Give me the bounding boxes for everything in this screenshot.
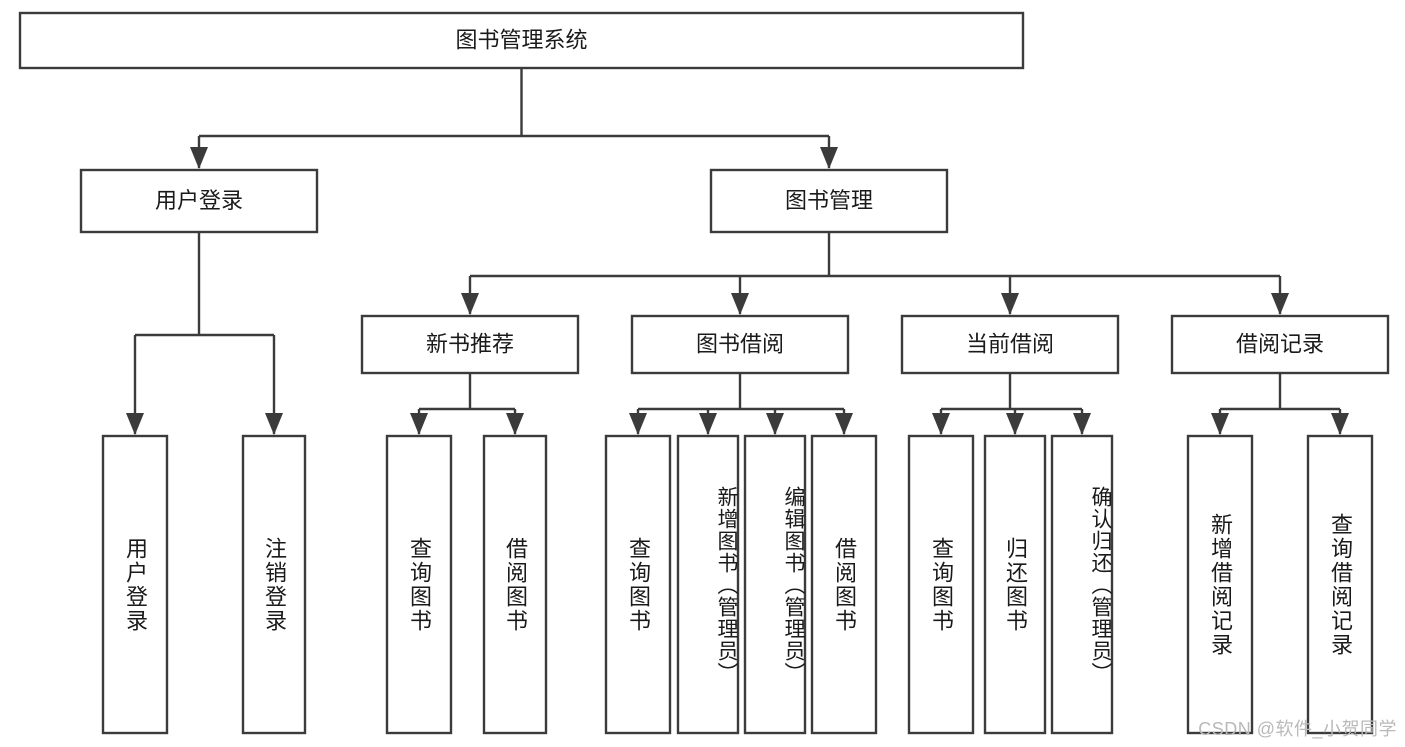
node-level2-0[interactable] — [79, 168, 319, 234]
leaf-node-10[interactable] — [1050, 434, 1114, 735]
leaf-node-6[interactable] — [743, 434, 807, 735]
watermark: CSDN @软件_小贺同学 — [1198, 719, 1397, 739]
node-level3-label-1: 图书借阅 — [696, 331, 784, 356]
node-level3-label-0: 新书推荐 — [426, 331, 514, 356]
node-root-label: 图书管理系统 — [455, 27, 587, 52]
leaf-node-5[interactable] — [676, 434, 740, 735]
leaf-node-12[interactable] — [1306, 434, 1374, 735]
node-level3-label-2: 当前借阅 — [966, 331, 1054, 356]
leaf-node-11[interactable] — [1186, 434, 1254, 735]
node-level3-label-3: 借阅记录 — [1236, 331, 1324, 356]
leaf-node-4[interactable] — [604, 434, 672, 735]
leaf-node-7[interactable] — [810, 434, 878, 735]
node-level2-label-0: 用户登录 — [155, 188, 243, 213]
leaf-node-2[interactable] — [385, 434, 453, 735]
node-level3-0[interactable] — [360, 314, 580, 375]
leaf-node-8[interactable] — [907, 434, 975, 735]
leaf-node-1[interactable] — [241, 434, 307, 735]
leaf-node-3[interactable] — [482, 434, 548, 735]
node-level2-label-1: 图书管理 — [785, 188, 873, 213]
node-root[interactable] — [18, 11, 1025, 70]
node-level3-2[interactable] — [900, 314, 1120, 375]
leaf-node-9[interactable] — [983, 434, 1047, 735]
arrow-heads — [126, 147, 1349, 435]
node-level2-1[interactable] — [709, 168, 949, 234]
node-boxes — [18, 11, 1390, 735]
node-level3-1[interactable] — [630, 314, 850, 375]
leaf-node-0[interactable] — [101, 434, 169, 735]
connector-lines — [133, 68, 1342, 434]
node-level3-3[interactable] — [1170, 314, 1390, 375]
